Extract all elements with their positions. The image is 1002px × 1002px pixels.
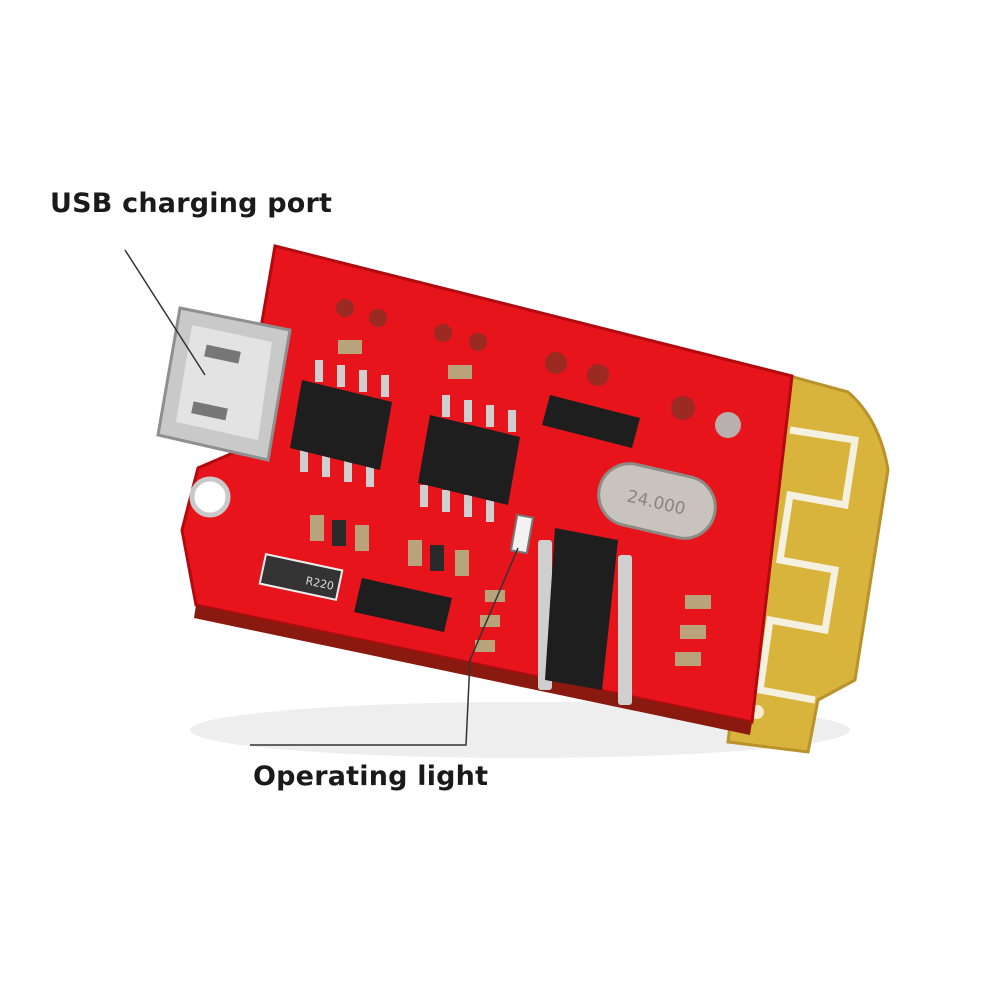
light-leader-line [250, 547, 519, 746]
usb-leader-line [124, 249, 206, 376]
operating-led [509, 513, 535, 555]
amplifier-chip-2 [418, 395, 520, 522]
mounting-hole [189, 476, 231, 518]
operating-light-label: Operating light [253, 761, 489, 792]
resistor-marking: R220 [304, 574, 335, 593]
usb-port-label: USB charging port [50, 188, 333, 219]
pcb-edge [194, 605, 752, 735]
antenna-trace [756, 426, 859, 704]
diode-bottom [354, 578, 452, 632]
amplifier-chip-1 [290, 360, 392, 487]
diode-top [542, 395, 640, 448]
usb-port [156, 306, 292, 462]
passive-components: R220 [258, 340, 711, 666]
crystal-oscillator: 24.000 [597, 462, 717, 540]
bluetooth-chip [538, 528, 632, 705]
vias [336, 299, 741, 438]
